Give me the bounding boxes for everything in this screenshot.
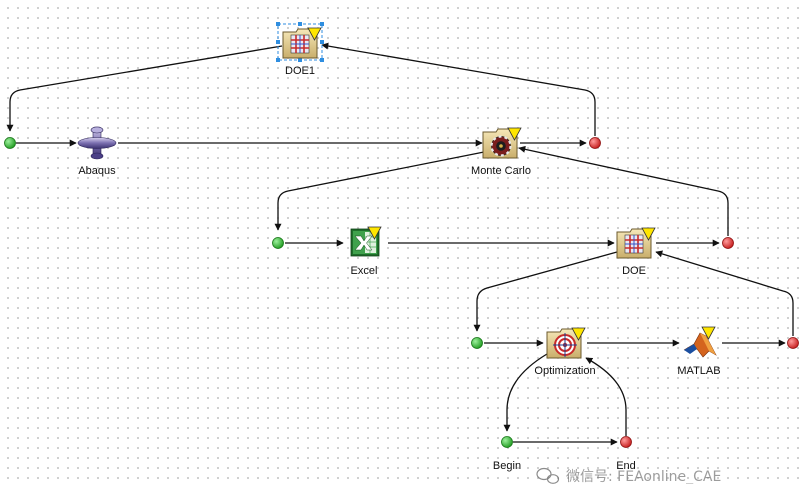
- edge-end-to-doe1[interactable]: [321, 42, 596, 136]
- node-end[interactable]: End: [616, 436, 636, 473]
- edge-doe1-to-start[interactable]: [6, 45, 283, 132]
- edge-doe-to-start3[interactable]: [473, 251, 618, 332]
- node-label-doe1: DOE1: [285, 65, 315, 77]
- node-optimization[interactable]: Optimization: [534, 327, 596, 377]
- end-node-3[interactable]: [787, 337, 799, 349]
- start-node-2[interactable]: [272, 237, 284, 249]
- edge-end4-to-optimization[interactable]: [585, 357, 627, 436]
- start-dot-icon: [501, 436, 513, 448]
- abaqus-icon: [77, 126, 117, 160]
- monte-carlo-icon: [482, 127, 522, 159]
- node-label-excel: Excel: [351, 265, 378, 277]
- node-label-abaqus: Abaqus: [78, 165, 116, 177]
- doe-grid-icon: [616, 227, 656, 259]
- selection-handles[interactable]: [276, 22, 324, 62]
- watermark-text: 微信号: FEAonline_CAE: [566, 469, 721, 484]
- watermark: 微信号: FEAonline_CAE: [536, 467, 721, 484]
- node-doe[interactable]: DOE: [616, 227, 656, 277]
- edge-montecarlo-to-start2[interactable]: [274, 151, 485, 231]
- node-label-monte-carlo: Monte Carlo: [471, 165, 531, 177]
- doe-grid-icon: [282, 27, 322, 59]
- edge-optimization-to-begin[interactable]: [503, 353, 548, 432]
- node-label-end: End: [616, 460, 636, 472]
- node-abaqus[interactable]: Abaqus: [77, 126, 117, 177]
- end-dot-icon: [620, 436, 632, 448]
- edge-end2-to-montecarlo[interactable]: [518, 145, 729, 236]
- node-monte-carlo[interactable]: Monte Carlo: [471, 127, 531, 177]
- node-label-optimization: Optimization: [534, 365, 595, 377]
- edges: [6, 42, 794, 446]
- node-label-begin: Begin: [493, 460, 521, 472]
- node-label-matlab: MATLAB: [677, 365, 720, 377]
- node-label-doe: DOE: [622, 265, 646, 277]
- node-begin[interactable]: Begin: [493, 436, 521, 473]
- end-node-1[interactable]: [589, 137, 601, 149]
- start-node-1[interactable]: [4, 137, 16, 149]
- matlab-icon: [683, 326, 717, 358]
- start-node-3[interactable]: [471, 337, 483, 349]
- wechat-icon: [536, 467, 560, 484]
- excel-icon: [350, 226, 382, 257]
- optimization-target-icon: [546, 327, 586, 359]
- edge-end3-to-doe[interactable]: [655, 250, 794, 336]
- end-node-2[interactable]: [722, 237, 734, 249]
- node-doe1[interactable]: DOE1: [276, 22, 324, 77]
- node-matlab[interactable]: MATLAB: [677, 326, 721, 377]
- node-excel[interactable]: Excel: [350, 226, 382, 277]
